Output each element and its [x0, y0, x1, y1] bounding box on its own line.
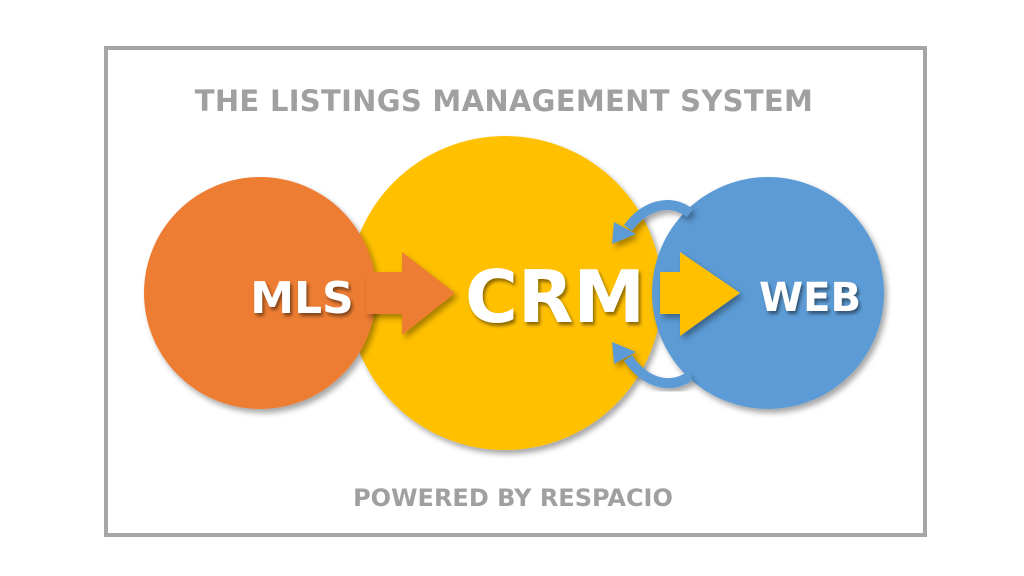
crm-to-web-arrow [660, 252, 740, 336]
web-circle [652, 177, 884, 409]
crm-circle [348, 136, 662, 450]
crm-label: CRM [465, 255, 645, 339]
title-text: THE LISTINGS MANAGEMENT SYSTEM [194, 84, 814, 118]
web-to-crm-curved-arrow-top [612, 200, 693, 244]
mls-label: MLS [250, 273, 354, 324]
mls-circle [144, 177, 376, 409]
diagram-frame [104, 46, 927, 537]
web-to-crm-curved-arrow-bottom [612, 342, 693, 389]
diagram-title: THE LISTINGS MANAGEMENT SYSTEM [0, 84, 1024, 118]
web-label: WEB [759, 275, 861, 321]
diagram-footer: POWERED BY RESPACIO [0, 484, 1024, 512]
footer-text: POWERED BY RESPACIO [353, 484, 673, 512]
mls-to-crm-arrow [366, 252, 455, 335]
